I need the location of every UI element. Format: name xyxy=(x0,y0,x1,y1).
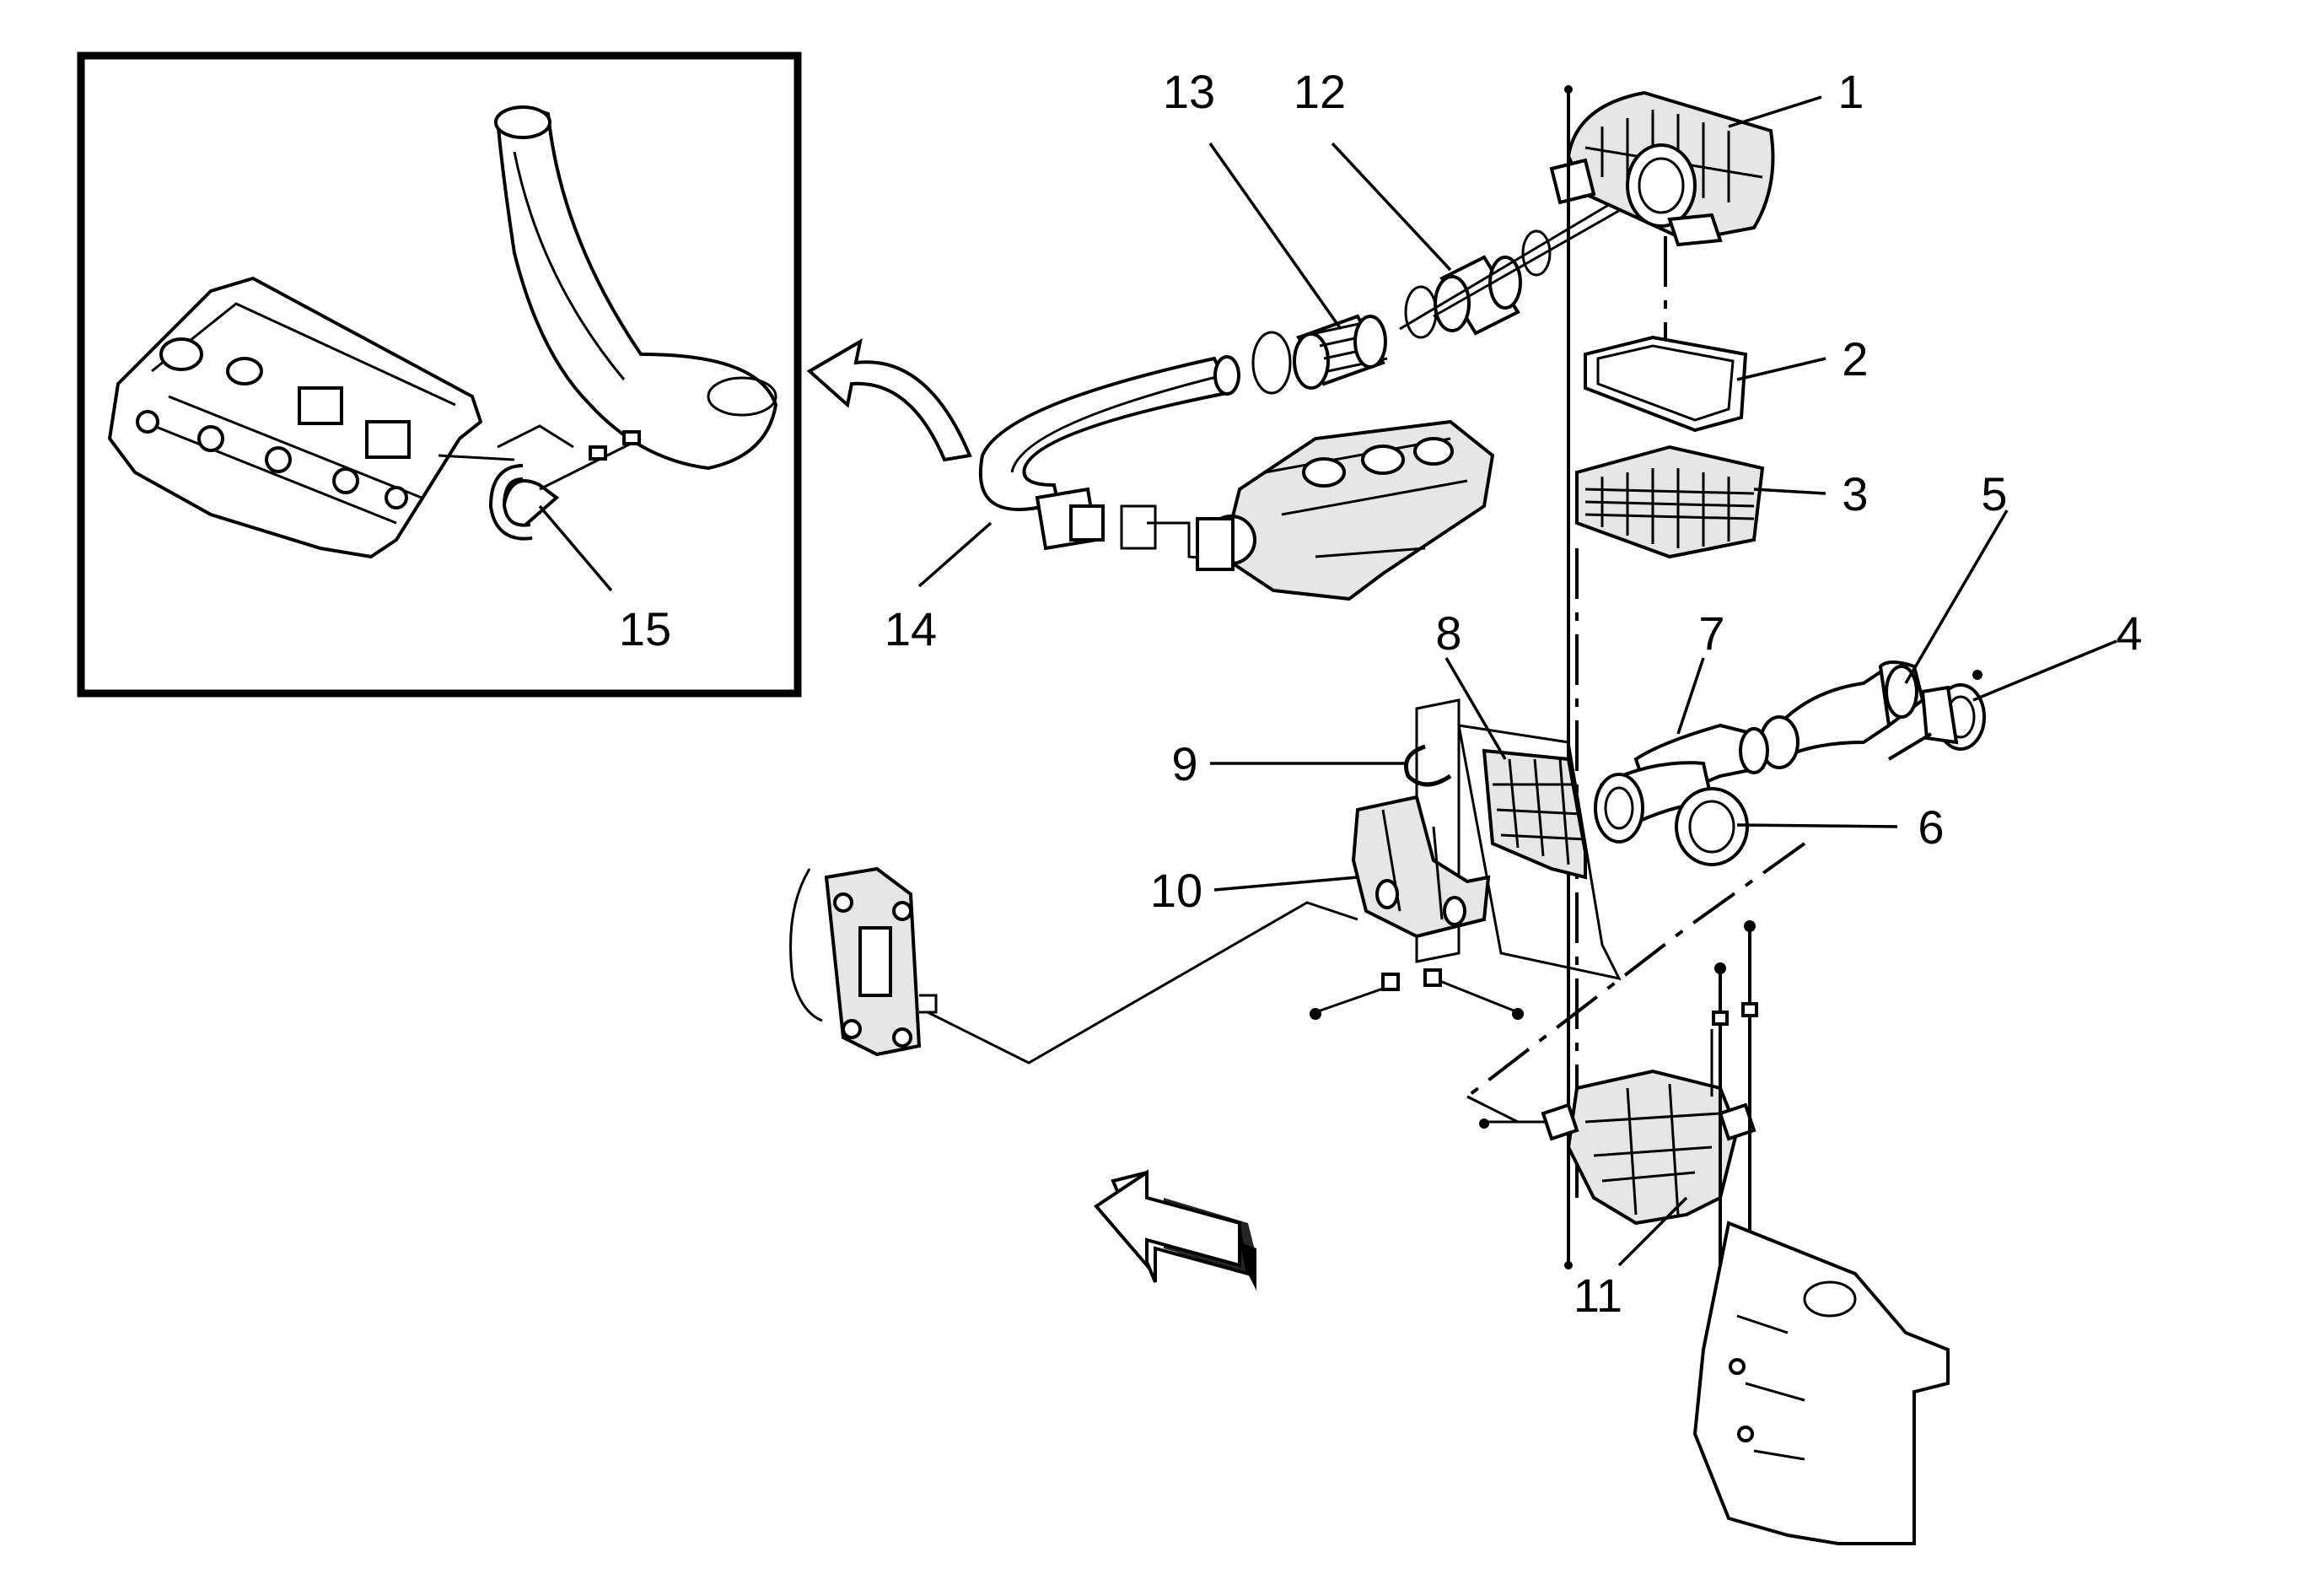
front-air-intake-duct xyxy=(1759,660,1925,769)
callout-4: 4 xyxy=(2116,606,2142,660)
callout-8: 8 xyxy=(1435,606,1461,660)
leader-lines xyxy=(917,95,2117,1267)
forward-direction-arrow-icon xyxy=(1094,1169,1256,1291)
inset-leaders xyxy=(497,424,613,592)
camshaft-cover xyxy=(107,276,515,559)
pcv-hose xyxy=(488,430,642,541)
intake-manifold xyxy=(1196,419,1495,601)
air-duct-seal xyxy=(1675,787,1749,866)
clamp-large xyxy=(1251,331,1292,395)
air-cleaner-housing xyxy=(1479,1069,1756,1226)
callout-12: 12 xyxy=(1294,65,1346,118)
air-resonator xyxy=(1457,724,1622,981)
callout-1: 1 xyxy=(1837,65,1864,118)
detail-view-arrow-icon xyxy=(806,338,972,462)
inset-air-inlet-duct xyxy=(494,105,778,471)
callout-5: 5 xyxy=(1981,467,2007,520)
body-panel xyxy=(1692,1221,1950,1545)
callout-2: 2 xyxy=(1842,332,1868,385)
air-cleaner-filter-element xyxy=(1575,445,1765,559)
resonator-coupling xyxy=(1293,314,1388,390)
air-cleaner-gasket xyxy=(1584,335,1748,433)
callout-9: 9 xyxy=(1171,737,1197,790)
callout-15: 15 xyxy=(619,602,671,655)
air-cleaner-bolt-long xyxy=(1564,85,1573,1269)
bracket-bolts xyxy=(1310,968,1524,1020)
inset-detail-view xyxy=(77,51,802,698)
air-cleaner-seal-ring xyxy=(1521,229,1552,277)
body-mounting-bracket xyxy=(789,866,938,1057)
clamp-small xyxy=(1404,285,1438,339)
callout-13: 13 xyxy=(1163,65,1215,118)
callout-14: 14 xyxy=(885,602,937,655)
callout-7: 7 xyxy=(1698,606,1724,660)
callout-11: 11 xyxy=(1574,1269,1622,1322)
callout-labels: 1 2 3 4 5 6 7 8 9 10 11 12 13 14 15 xyxy=(619,65,2143,1322)
air-cleaner-cover xyxy=(1549,90,1775,247)
inlet-duct-extension xyxy=(1920,670,1986,751)
callout-3: 3 xyxy=(1842,467,1868,520)
callout-6: 6 xyxy=(1918,800,1944,854)
air-intake-duct-lower xyxy=(1594,723,1769,844)
resonator-clip xyxy=(1404,744,1452,787)
resonator-bracket xyxy=(1351,698,1491,963)
callout-10: 10 xyxy=(1150,864,1202,917)
